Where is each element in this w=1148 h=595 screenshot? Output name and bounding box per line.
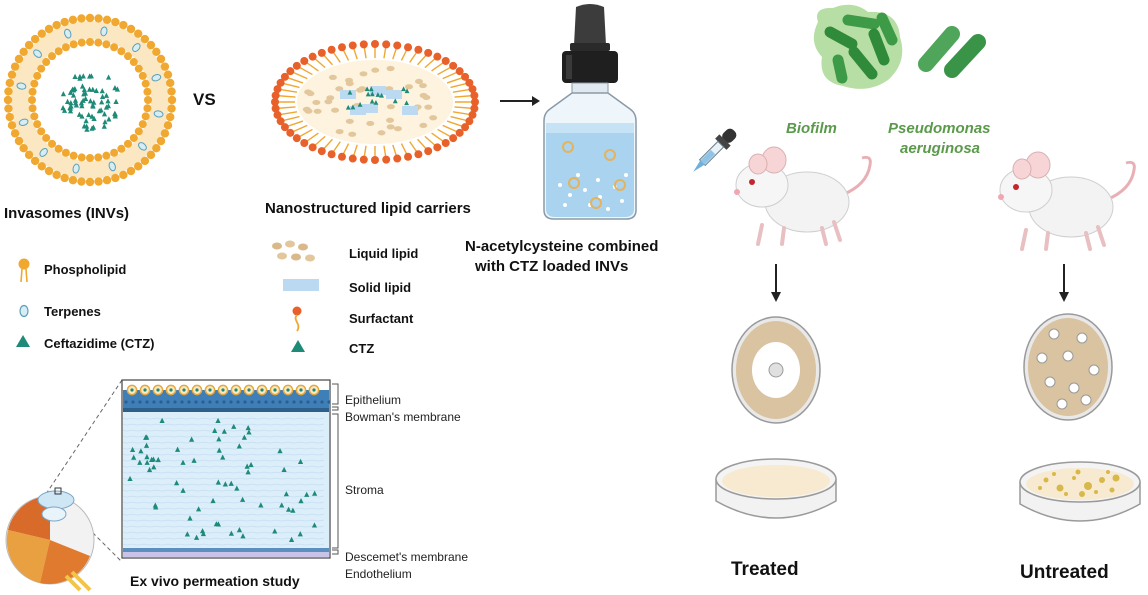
invasome-vesicle (3, 13, 177, 187)
pseudomonas-icon (918, 26, 986, 78)
legend-liquid-lipid-label: Liquid lipid (349, 246, 419, 261)
pseudomonas-label-line2: aeruginosa (900, 140, 981, 157)
ctz-triangle-icon (16, 335, 30, 347)
surfactant-icon (292, 306, 302, 332)
cornea-layer-bowman: Bowman's membrane (345, 410, 461, 424)
legend-surfactant-label: Surfactant (349, 311, 414, 326)
cornea-layer-descemet: Descemet's membrane (345, 550, 468, 564)
nlc-title: Nanostructured lipid carriers (265, 200, 471, 217)
treated-label: Treated (731, 559, 799, 580)
legend-terpenes-label: Terpenes (44, 304, 101, 319)
invasomes-title: Invasomes (INVs) (4, 205, 130, 222)
untreated-label: Untreated (1020, 562, 1109, 583)
legend-ctz-label: Ceftazidime (CTZ) (44, 336, 155, 351)
cornea-layer-endothelium: Endothelium (345, 567, 412, 581)
ctz-triangle-icon (291, 340, 305, 352)
petri-dish-untreated-top (1023, 313, 1113, 421)
cornea-layer-stroma: Stroma (345, 483, 384, 497)
legend-solid-lipid-label: Solid lipid (349, 280, 412, 295)
solid-lipid-icon (283, 279, 319, 291)
ex-vivo-label: Ex vivo permeation study (130, 573, 300, 589)
eye-icon (5, 379, 123, 592)
liquid-lipid-icon (272, 240, 315, 262)
nlc-particle (271, 40, 479, 164)
legend-ctz-nlc-label: CTZ (349, 341, 375, 356)
cornea-cross-section (121, 379, 331, 559)
terpene-icon (19, 304, 29, 318)
formulation-label-line2: with CTZ loaded INVs (475, 258, 629, 275)
biofilm-icon (813, 4, 903, 89)
pseudomonas-label-line1: Pseudomonas (888, 120, 991, 137)
biofilm-label: Biofilm (786, 120, 837, 137)
vs-label: VS (193, 90, 216, 109)
mouse-untreated (998, 151, 1136, 251)
layer-brackets (332, 383, 339, 555)
petri-dish-treated-top (731, 316, 821, 424)
arrow-down-icon (1059, 264, 1069, 302)
cornea-layer-epithelium: Epithelium (345, 393, 402, 407)
phospholipid-icon (18, 258, 30, 283)
formulation-label-line1: N-acetylcysteine combined (465, 238, 659, 255)
arrow-right-icon (500, 96, 540, 106)
dropper-bottle (543, 4, 637, 220)
legend-phospholipid-label: Phospholipid (44, 262, 127, 277)
arrow-down-icon (771, 264, 781, 302)
petri-dish-untreated-side (1019, 461, 1141, 522)
eye-dropper-icon (693, 128, 737, 172)
mouse-treated (734, 146, 872, 246)
petri-dish-treated-side (715, 458, 837, 519)
